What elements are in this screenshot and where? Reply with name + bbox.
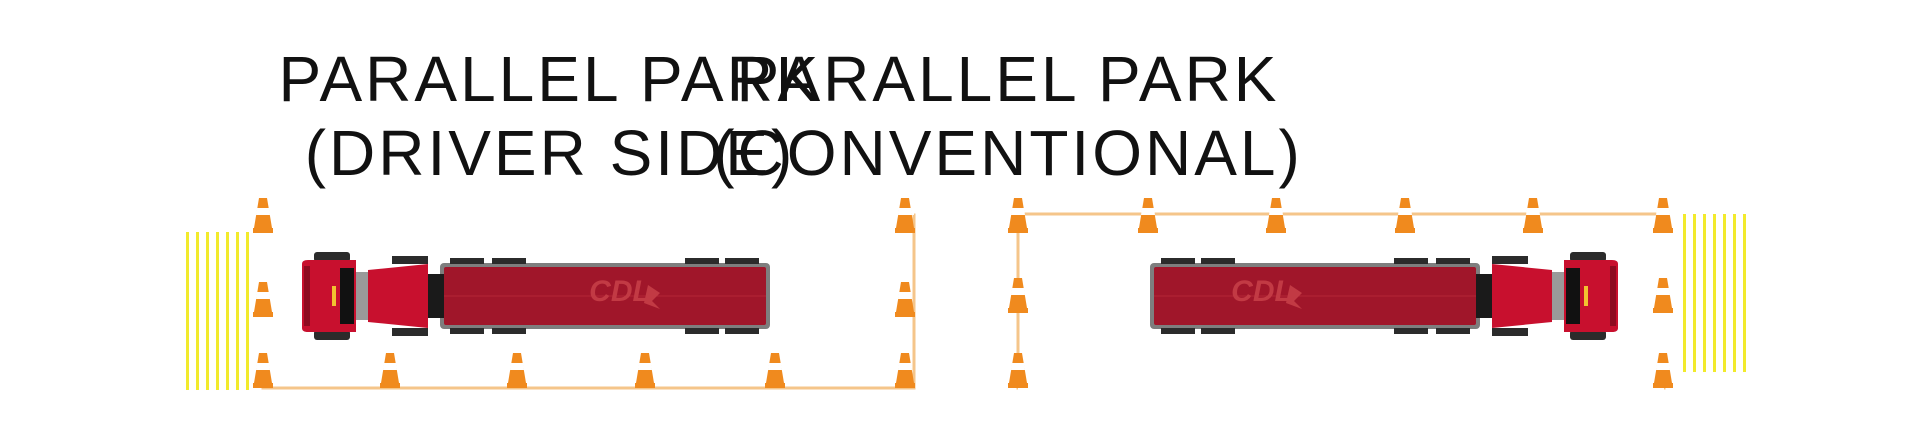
cdl-logo-text: CDL (1231, 275, 1293, 308)
traffic-cone-icon (635, 353, 655, 388)
panel-title-driver-side: PARALLEL PARK (DRIVER SIDE) (170, 42, 930, 190)
conventional-layout: CDL (1008, 198, 1746, 391)
traffic-cone-icon (253, 282, 273, 317)
driver-side-layout: CDL (186, 198, 916, 390)
title-line-2: (CONVENTIONAL) (713, 117, 1303, 189)
yellow-stripes (1683, 214, 1746, 372)
traffic-cone-icon (765, 353, 785, 388)
traffic-cone-icon (895, 353, 915, 388)
cdl-logo-icon: CDL (589, 275, 660, 309)
cdl-logo-text: CDL (589, 275, 651, 308)
cdl-logo-icon: CDL (1231, 275, 1302, 309)
traffic-cone-icon (1653, 353, 1673, 388)
traffic-cone-icon (253, 353, 273, 388)
yellow-stripes (186, 232, 249, 390)
truck-icon (301, 251, 771, 341)
traffic-cone-icon (1008, 353, 1028, 388)
title-line-1: PARALLEL PARK (736, 43, 1280, 115)
truck-icon (1149, 251, 1619, 341)
title-line-2: (DRIVER SIDE) (304, 117, 796, 189)
title-line-1: PARALLEL PARK (278, 43, 822, 115)
traffic-cone-icon (895, 282, 915, 317)
traffic-cone-icon (380, 353, 400, 388)
traffic-cone-icon (1653, 278, 1673, 313)
traffic-cone-icon (1008, 278, 1028, 313)
panel-title-conventional: PARALLEL PARK (CONVENTIONAL) (628, 42, 1388, 190)
traffic-cone-icon (507, 353, 527, 388)
